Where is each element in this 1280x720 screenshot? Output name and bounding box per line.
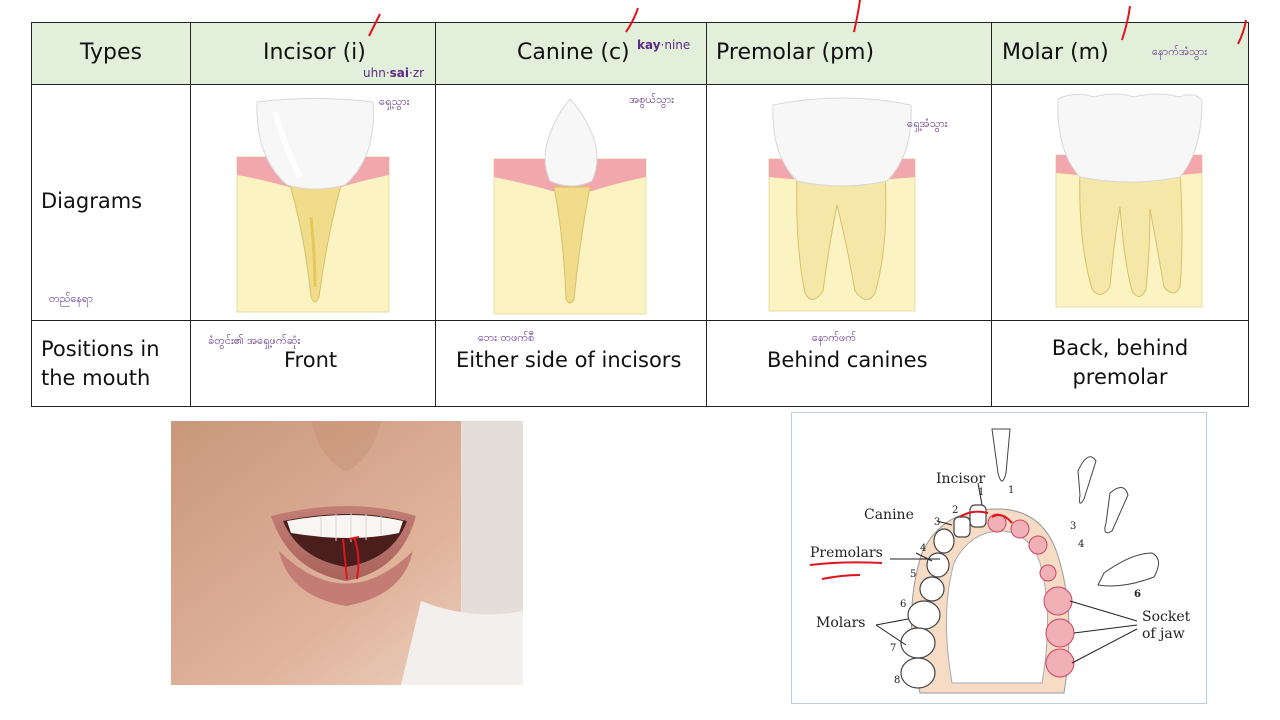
number-label: 2 [952, 505, 959, 516]
number-label: 5 [910, 569, 917, 580]
number-label: 1 [978, 487, 985, 498]
teeth-types-table: Types Incisor (i) uhn·sai·zr Canine (c) … [31, 22, 1249, 407]
diagrams-label: Diagrams [41, 189, 143, 213]
premolar-position-note: နောက်ဖက် [812, 331, 856, 344]
header-molar: Molar (m) [1002, 40, 1109, 65]
header-premolar-cell: Premolar (pm) [706, 22, 992, 85]
incisor-position: Front [284, 348, 338, 372]
premolar-diagram-note: ရှေ့အံသွား [907, 117, 948, 130]
premolar-position: Behind canines [767, 348, 928, 372]
canine-tooth-icon [493, 99, 647, 315]
diagrams-row: Diagrams တည်နေရာ ရှေ့သွား အစွယ်သွား [31, 84, 1249, 321]
incisor-tooth-icon [236, 98, 390, 313]
diagrams-row-note: တည်နေရာ [49, 292, 93, 305]
number-label: 8 [894, 675, 901, 686]
canine-diagram-cell: အစွယ်သွား [435, 84, 707, 321]
molar-tooth-icon [1055, 93, 1203, 308]
number-label: 4 [920, 543, 927, 554]
header-types-cell: Types [31, 22, 191, 85]
incisor-diagram-cell: ရှေ့သွား [190, 84, 436, 321]
number-label: 4 [1078, 539, 1085, 550]
diagrams-label-cell: Diagrams တည်နေရာ [31, 84, 191, 321]
premolar-position-cell: နောက်ဖက် Behind canines [706, 320, 992, 407]
premolar-diagram-cell: ရှေ့အံသွား [706, 84, 992, 321]
incisor-pronunciation: uhn·sai·zr [363, 66, 425, 80]
header-molar-cell: Molar (m) နောက်အံသွား [991, 22, 1249, 85]
premolars-label: Premolars [810, 545, 883, 561]
header-incisor: Incisor (i) [263, 40, 366, 65]
header-incisor-cell: Incisor (i) uhn·sai·zr [190, 22, 436, 85]
header-canine-cell: Canine (c) kay·nine [435, 22, 707, 85]
header-canine: Canine (c) [517, 40, 630, 65]
molars-label: Molars [816, 615, 866, 631]
molar-diagram-cell [991, 84, 1249, 321]
incisor-diagram-note: ရှေ့သွား [379, 95, 410, 108]
molar-header-note: နောက်အံသွား [1152, 45, 1207, 58]
smile-illustration [171, 421, 523, 685]
number-label: 7 [890, 643, 897, 654]
header-premolar: Premolar (pm) [716, 40, 875, 65]
canine-pronunciation: kay·nine [637, 38, 691, 52]
number-label: 3 [934, 517, 941, 528]
canine-position-cell: ဘေး တဖက်စီ Either side of incisors [435, 320, 707, 407]
number-label: 1 [1008, 485, 1015, 496]
incisor-position-cell: ခံတွင်း၏ အရှေ့ဖက်ဆုံး Front [190, 320, 436, 407]
premolar-tooth-icon [768, 97, 916, 312]
number-label: 6 [1134, 589, 1141, 600]
incisor-label: Incisor [936, 471, 986, 487]
canine-label: Canine [864, 507, 914, 523]
canine-position-note: ဘေး တဖက်စီ [478, 331, 535, 344]
incisor-position-note: ခံတွင်း၏ အရှေ့ဖက်ဆုံး [208, 334, 301, 347]
number-label: 3 [1070, 521, 1077, 532]
jaw-illustration [809, 428, 1159, 694]
canine-diagram-note: အစွယ်သွား [629, 93, 674, 106]
number-label: 6 [900, 599, 907, 610]
header-row: Types Incisor (i) uhn·sai·zr Canine (c) … [31, 22, 1249, 85]
smile-photo [171, 421, 523, 685]
canine-position: Either side of incisors [456, 348, 682, 372]
header-types: Types [80, 40, 142, 65]
